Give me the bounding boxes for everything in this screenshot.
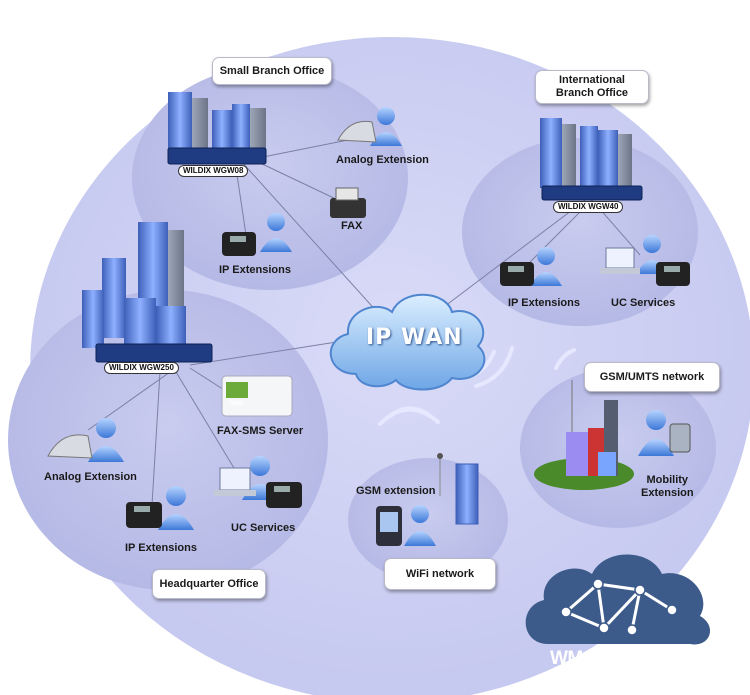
fax-sms-server [221, 375, 293, 417]
wgw250-label: WILDIX WGW250 [104, 362, 179, 374]
person-ib-ip [530, 247, 562, 286]
ib-ip-extensions-label: IP Extensions [508, 297, 580, 309]
building-small-branch [168, 92, 266, 152]
analog-phone-hq [47, 434, 93, 459]
person-sb-ip [260, 213, 292, 252]
hq-analog-extension-label: Analog Extension [44, 471, 137, 483]
analog-phone-sb [337, 120, 377, 143]
headquarter-region [8, 290, 328, 590]
wms-network-wordmark: WMSNETWORK [550, 648, 689, 670]
gateway-wgw250 [95, 343, 213, 363]
wms-network-logo [525, 554, 711, 645]
gsm-city [534, 380, 634, 490]
desk-phone-ib-ip [500, 262, 534, 286]
mobility-label-line2: Extension [641, 487, 694, 499]
person-hq-analog [88, 418, 124, 462]
wgw40-label: WILDIX WGW40 [553, 201, 624, 213]
hq-uc-services-label: UC Services [231, 522, 296, 534]
gsm-umts-network-label: GSM/UMTS network [584, 362, 720, 392]
wifi-server-tower [437, 453, 479, 525]
person-gsm [404, 505, 436, 546]
person-hq-ip [158, 486, 194, 530]
international-branch-office-label: International Branch Office [535, 70, 649, 104]
gateway-wgw08 [167, 147, 267, 165]
desk-phone-sb-ip [222, 232, 256, 256]
wgw08-label: WILDIX WGW08 [178, 165, 249, 177]
building-international-branch [540, 118, 632, 188]
sb-analog-extension-label: Analog Extension [336, 154, 429, 166]
gateway-wgw40 [541, 185, 643, 201]
wms-brand-part2: NETWORK [594, 648, 689, 669]
sms-badge-text: SMS [230, 401, 244, 407]
mobile-phone [669, 423, 691, 453]
small-branch-office-label: Small Branch Office [212, 57, 332, 85]
hq-ip-extensions-label: IP Extensions [125, 542, 197, 554]
person-mobility [638, 410, 674, 456]
ip-wan-cloud [329, 293, 486, 391]
mobility-label-line1: Mobility [646, 474, 689, 486]
laptop-hq-uc [214, 467, 256, 496]
desk-phone-ib-uc [656, 262, 690, 286]
wms-brand-part1: WMS [550, 648, 595, 669]
sb-ip-extensions-label: IP Extensions [219, 264, 291, 276]
building-headquarter [82, 222, 186, 350]
gsm-extension-label: GSM extension [356, 485, 436, 497]
hq-fax-sms-server-label: FAX-SMS Server [217, 425, 304, 437]
sb-fax-label: FAX [341, 220, 363, 232]
mobility-extension-label: Mobility Extension [641, 474, 694, 500]
person-sb-analog [370, 107, 402, 146]
ip-wan-label: IP WAN [366, 325, 463, 350]
fax-machine [330, 187, 366, 218]
laptop-ib-uc [600, 247, 640, 274]
pda-device [376, 506, 402, 546]
headquarter-office-label: Headquarter Office [152, 569, 266, 599]
desk-phone-hq-uc [266, 482, 302, 508]
wifi-network-label: WiFi network [384, 558, 496, 590]
wireless-waves [378, 346, 576, 426]
ib-uc-services-label: UC Services [611, 297, 676, 309]
desk-phone-hq-ip [126, 502, 162, 528]
